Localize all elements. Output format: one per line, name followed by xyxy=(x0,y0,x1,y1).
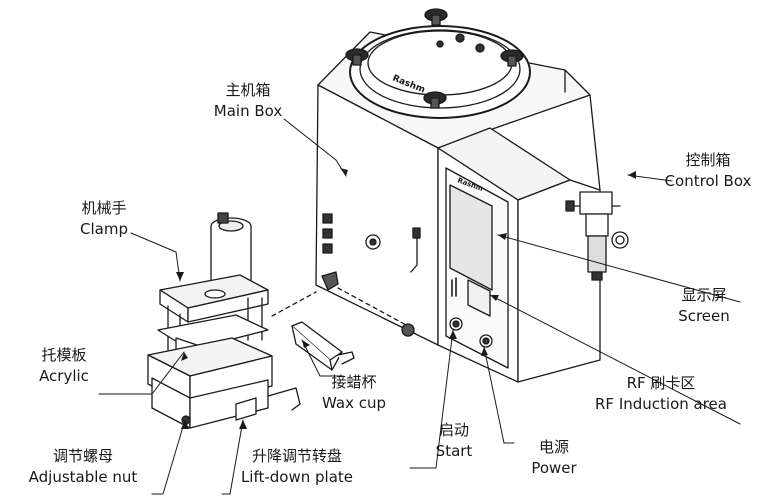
power-button-icon xyxy=(479,334,493,348)
label-lift-plate-en: Lift-down plate xyxy=(240,468,354,486)
clamp-assembly xyxy=(147,212,301,429)
label-clamp-en: Clamp xyxy=(80,220,128,238)
label-start-zh: 启动 xyxy=(438,421,469,439)
label-screen-en: Screen xyxy=(678,307,730,325)
label-control-box-en: Control Box xyxy=(664,172,752,190)
label-power: 电源 Power xyxy=(514,437,594,479)
label-control-box-zh: 控制箱 xyxy=(685,151,731,169)
rf-area xyxy=(467,279,491,317)
label-start: 启动 Start xyxy=(426,420,482,462)
label-control-box: 控制箱 Control Box xyxy=(660,150,756,192)
label-main-box: 主机箱 Main Box xyxy=(208,80,288,122)
start-button-icon xyxy=(449,317,463,331)
label-adjustable-nut-zh: 调节螺母 xyxy=(52,447,113,465)
label-wax-cup-zh: 接蜡杯 xyxy=(331,373,377,391)
lid-knob-icon xyxy=(345,48,369,66)
control-box xyxy=(437,94,629,383)
label-clamp: 机械手 Clamp xyxy=(72,198,136,240)
label-power-zh: 电源 xyxy=(538,438,569,456)
label-main-box-en: Main Box xyxy=(213,102,283,120)
label-acrylic-en: Acrylic xyxy=(39,367,89,385)
main-box xyxy=(315,8,591,346)
label-power-en: Power xyxy=(531,459,577,477)
assembly-guide-line xyxy=(337,287,409,327)
label-clamp-zh: 机械手 xyxy=(81,199,127,217)
label-start-en: Start xyxy=(435,442,473,460)
label-adjustable-nut-en: Adjustable nut xyxy=(28,468,138,486)
lid-knob-icon xyxy=(500,49,524,67)
screen-panel xyxy=(449,184,493,291)
label-screen: 显示屏 Screen xyxy=(668,285,740,327)
wax-cup xyxy=(291,321,415,371)
air-regulator-icon xyxy=(565,191,629,281)
lid-knob-icon xyxy=(423,91,447,109)
label-wax-cup: 接蜡杯 Wax cup xyxy=(318,372,390,414)
label-rf-area: RF 刷卡区 RF Induction area xyxy=(584,373,738,415)
label-rf-area-en: RF Induction area xyxy=(595,395,727,413)
leader-arrowheads xyxy=(176,168,636,429)
assembly-guide-line xyxy=(271,291,317,317)
label-rf-area-zh: RF 刷卡区 xyxy=(626,374,696,392)
label-adjustable-nut: 调节螺母 Adjustable nut xyxy=(14,446,152,488)
lid-knob-icon xyxy=(424,8,448,26)
label-lift-plate-zh: 升降调节转盘 xyxy=(251,447,342,465)
label-acrylic-zh: 托模板 xyxy=(41,346,87,364)
label-acrylic: 托模板 Acrylic xyxy=(26,345,102,387)
label-main-box-zh: 主机箱 xyxy=(225,81,271,99)
label-screen-zh: 显示屏 xyxy=(681,286,727,304)
label-wax-cup-en: Wax cup xyxy=(322,394,386,412)
label-lift-plate: 升降调节转盘 Lift-down plate xyxy=(222,446,372,488)
